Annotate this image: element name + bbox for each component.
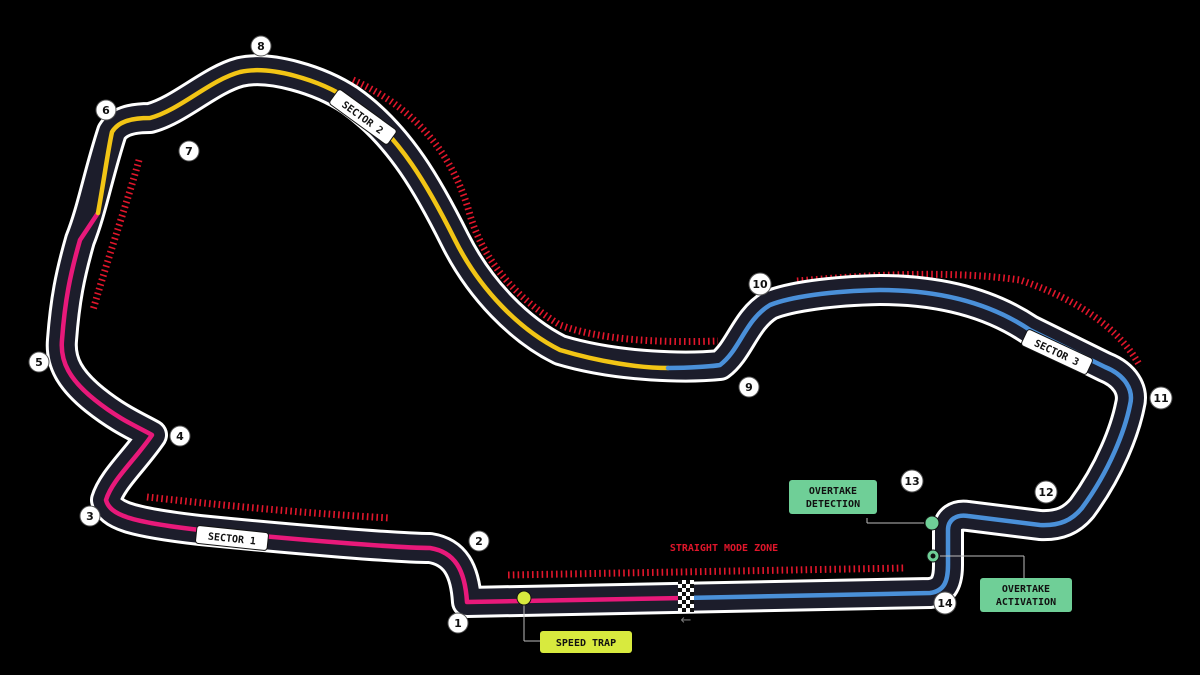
corner-8: 8 (250, 35, 272, 57)
kerb-pit-straight (507, 564, 906, 579)
corner-11: 11 (1149, 386, 1173, 410)
svg-text:4: 4 (176, 430, 184, 443)
corner-7: 7 (178, 140, 200, 162)
direction-arrow: ← (681, 613, 692, 628)
corner-10: 10 (748, 272, 772, 296)
kerb-sector1-straight (146, 493, 391, 522)
overtake-detection-label-line2: DETECTION (806, 499, 860, 510)
kerb-turn6-inside (89, 159, 143, 311)
svg-text:14: 14 (937, 597, 953, 610)
straight-mode-zone-label: STRAIGHT MODE ZONE (670, 543, 778, 554)
svg-text:10: 10 (752, 278, 768, 291)
svg-text:7: 7 (185, 145, 193, 158)
svg-text:11: 11 (1153, 392, 1168, 405)
kerb-sector2-outside (351, 76, 719, 346)
kerbs (89, 76, 1144, 579)
overtake-detection-label-line1: OVERTAKE (809, 486, 857, 497)
track-surface (48, 57, 1144, 615)
svg-text:1: 1 (454, 617, 462, 630)
sector-label-2: SECTOR 2 (329, 89, 397, 145)
speed-trap-marker (516, 590, 532, 606)
overtake-activation-label-line2: ACTIVATION (996, 597, 1056, 608)
corner-4: 4 (169, 425, 191, 447)
corner-13: 13 (900, 469, 924, 493)
speed-trap-callout: SPEED TRAP (540, 631, 632, 653)
corner-6: 6 (95, 99, 117, 121)
start-finish-line (678, 580, 694, 612)
corner-1: 1 (447, 612, 469, 634)
svg-text:3: 3 (86, 510, 94, 523)
svg-text:9: 9 (745, 381, 753, 394)
corner-9: 9 (738, 376, 760, 398)
corner-14: 14 (933, 591, 957, 615)
track (45, 54, 1147, 618)
sector-1-line (59, 210, 688, 605)
corner-5: 5 (28, 351, 50, 373)
corner-12: 12 (1034, 480, 1058, 504)
svg-text:13: 13 (904, 475, 919, 488)
svg-text:12: 12 (1038, 486, 1053, 499)
svg-text:6: 6 (102, 104, 110, 117)
svg-text:2: 2 (475, 535, 483, 548)
svg-text:8: 8 (257, 40, 265, 53)
corner-3: 3 (79, 505, 101, 527)
corner-2: 2 (468, 530, 490, 552)
overtake-activation-callout: OVERTAKE ACTIVATION (980, 578, 1072, 612)
svg-text:5: 5 (35, 356, 43, 369)
speed-trap-label: SPEED TRAP (556, 638, 616, 649)
overtake-detection-marker (924, 515, 940, 531)
sector-label-1: SECTOR 1 (195, 525, 269, 551)
sector-3-line (665, 287, 1134, 601)
sector-label-1-text: SECTOR 1 (207, 532, 256, 548)
overtake-activation-label-line1: OVERTAKE (1002, 584, 1050, 595)
corner-markers: 1 2 3 4 5 6 7 8 9 10 11 12 13 14 (28, 35, 1173, 634)
overtake-detection-callout: OVERTAKE DETECTION (789, 480, 877, 514)
